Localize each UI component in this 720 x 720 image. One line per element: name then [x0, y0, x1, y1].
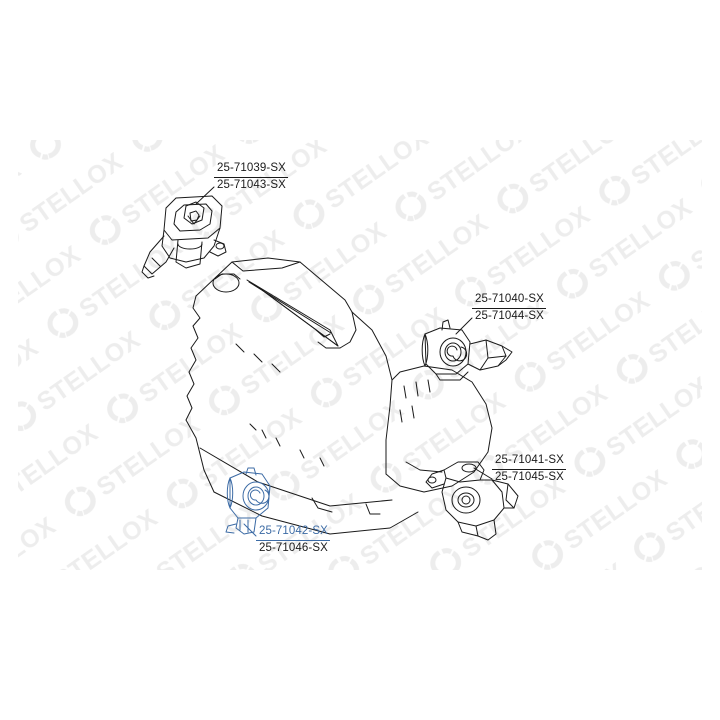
callout-bottom-highlighted: 25-71042-SX 25-71046-SX [256, 524, 330, 556]
part-number-primary-highlighted: 25-71042-SX [259, 525, 328, 537]
callout-top-left: 25-71039-SX 25-71043-SX [214, 161, 288, 193]
part-number-secondary: 25-71046-SX [259, 542, 328, 554]
callout-mid-right: 25-71040-SX 25-71044-SX [472, 292, 546, 324]
part-mount-top-left [141, 195, 227, 279]
part-mount-bottom [225, 467, 271, 535]
leader-top-left [195, 186, 215, 205]
callout-low-right: 25-71041-SX 25-71045-SX [492, 453, 566, 485]
part-number-primary: 25-71039-SX [217, 162, 286, 174]
part-mount-low-right [425, 461, 519, 541]
callout-rule [472, 308, 546, 309]
leader-bottom [243, 523, 257, 537]
part-number-primary: 25-71040-SX [475, 293, 544, 305]
part-number-primary: 25-71041-SX [495, 454, 564, 466]
leader-mid-right [455, 317, 473, 335]
part-number-secondary: 25-71045-SX [495, 471, 564, 483]
callout-rule [214, 177, 288, 178]
callout-rule [256, 540, 330, 541]
leader-low-right [473, 467, 493, 480]
part-number-secondary: 25-71043-SX [217, 179, 286, 191]
callout-rule [492, 469, 566, 470]
part-number-secondary: 25-71044-SX [475, 310, 544, 322]
part-mount-mid-right [421, 319, 513, 381]
leader-lines [195, 186, 493, 537]
engine-assembly-outline [185, 257, 493, 535]
